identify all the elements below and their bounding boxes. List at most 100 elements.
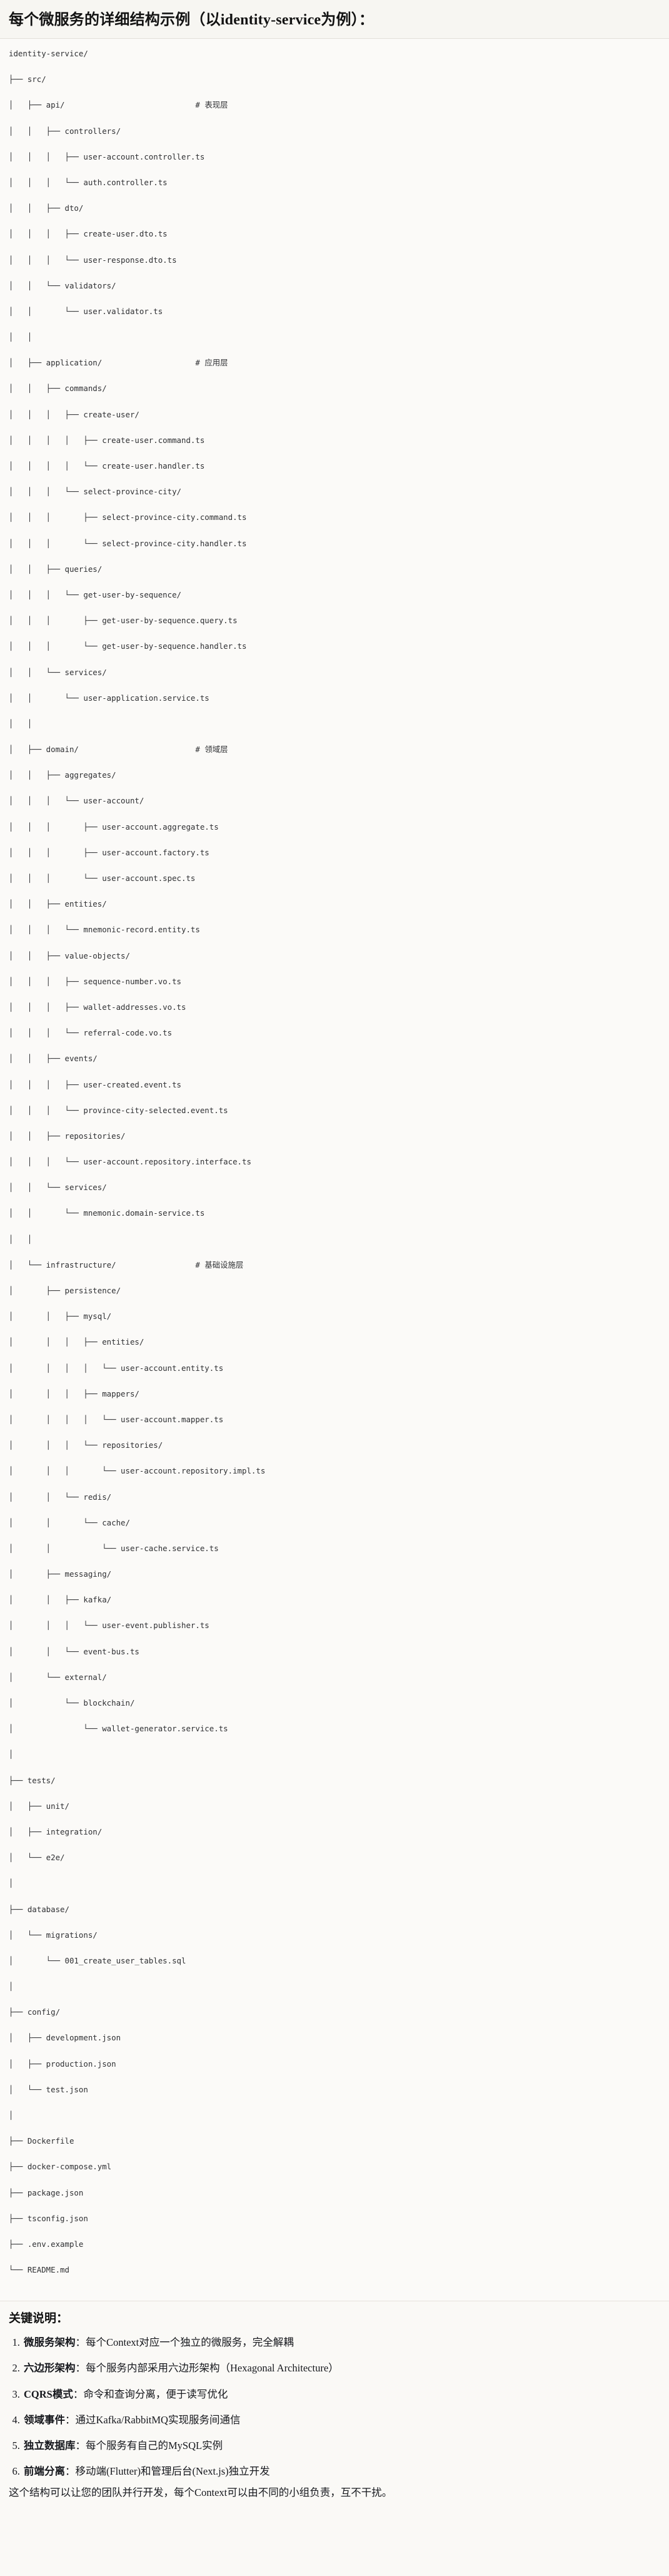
tree-line: │ │ │ ├── create-user/ — [9, 409, 139, 419]
tree-line: │ │ │ ├── get-user-by-sequence.query.ts — [9, 616, 238, 626]
key-note-item: 六边形架构：每个服务内部采用六边形架构（Hexagonal Architectu… — [23, 2361, 660, 2375]
key-note-item: 领域事件：通过Kafka/RabbitMQ实现服务间通信 — [23, 2413, 660, 2427]
tree-line: │ ├── unit/ — [9, 1801, 69, 1811]
key-note-description: 每个Context对应一个独立的微服务，完全解耦 — [86, 2336, 294, 2348]
tree-line: │ │ │ └── select-province-city.handler.t… — [9, 538, 247, 548]
tree-line: │ │ │ ├── user-created.event.ts — [9, 1079, 182, 1089]
key-note-term: 领域事件 — [24, 2413, 65, 2426]
page-title: 每个微服务的详细结构示例（以identity-service为例）： — [9, 12, 375, 28]
tree-line: │ └── infrastructure/ # 基础设施层 — [9, 1260, 244, 1270]
key-note-term: 前端分离 — [24, 2465, 65, 2478]
tree-line-comment: # 领域层 — [195, 745, 228, 755]
tree-line: │ └── test.json — [9, 2084, 88, 2094]
tree-line: │ │ │ └── user-account/ — [9, 796, 144, 806]
tree-line: ├── config/ — [9, 2007, 61, 2017]
tree-line: │ │ ├── value-objects/ — [9, 950, 130, 960]
tree-line: │ │ └── event-bus.ts — [9, 1646, 139, 1656]
tree-line: ├── docker-compose.yml — [9, 2162, 112, 2172]
tree-line: │ │ ├── aggregates/ — [9, 770, 116, 780]
tree-line: │ │ │ ├── user-account.aggregate.ts — [9, 822, 219, 832]
tree-line: │ │ │ └── select-province-city/ — [9, 487, 182, 497]
tree-line: │ │ │ ├── entities/ — [9, 1337, 144, 1347]
tree-line: │ │ │ ├── mappers/ — [9, 1388, 139, 1398]
tree-line: └── README.md — [9, 2265, 69, 2275]
tree-line: │ ├── development.json — [9, 2033, 121, 2043]
tree-line: │ ├── application/ # 应用层 — [9, 358, 228, 368]
key-note-item: CQRS模式：命令和查询分离，便于读写优化 — [23, 2388, 660, 2401]
tree-line-comment: # 基础设施层 — [195, 1260, 244, 1270]
tree-line: │ │ │ └── get-user-by-sequence.handler.t… — [9, 641, 247, 651]
key-note-item: 独立数据库：每个服务有自己的MySQL实例 — [23, 2439, 660, 2453]
tree-line: │ └── blockchain/ — [9, 1698, 135, 1708]
tree-line: │ │ │ │ └── user-account.entity.ts — [9, 1363, 224, 1373]
tree-line: │ ├── messaging/ — [9, 1569, 112, 1579]
key-note-term: 六边形架构 — [24, 2362, 76, 2375]
tree-line: │ └── migrations/ — [9, 1930, 98, 1940]
tree-line: │ │ ├── commands/ — [9, 384, 107, 394]
key-note-term: 独立数据库 — [24, 2440, 76, 2452]
tree-line: │ │ — [9, 332, 33, 342]
key-note-description: 命令和查询分离，便于读写优化 — [83, 2388, 228, 2400]
tree-line: │ │ ├── entities/ — [9, 899, 107, 909]
tree-line: │ │ └── validators/ — [9, 280, 116, 290]
tree-line: │ └── wallet-generator.service.ts — [9, 1724, 228, 1734]
tree-line: │ │ │ ├── user-account.factory.ts — [9, 847, 209, 857]
tree-line: ├── src/ — [9, 74, 46, 84]
tree-line: ├── tests/ — [9, 1775, 56, 1785]
tree-line: │ │ │ ├── user-account.controller.ts — [9, 151, 205, 161]
key-note-separator: ： — [73, 2388, 84, 2400]
key-note-separator: ： — [75, 2336, 86, 2348]
document-header: 每个微服务的详细结构示例（以identity-service为例）： — [0, 0, 669, 39]
tree-line: │ ├── api/ # 表现层 — [9, 100, 228, 110]
tree-line: ├── package.json — [9, 2187, 84, 2197]
tree-line: │ │ — [9, 1234, 33, 1244]
tree-line: │ │ ├── controllers/ — [9, 126, 121, 136]
key-note-term: 微服务架构 — [24, 2336, 76, 2348]
key-notes-section: 关键说明： 微服务架构：每个Context对应一个独立的微服务，完全解耦六边形架… — [0, 2301, 669, 2516]
tree-line: │ │ │ └── referral-code.vo.ts — [9, 1028, 173, 1038]
tree-line: │ │ │ ├── wallet-addresses.vo.ts — [9, 1002, 186, 1012]
key-notes-title: 关键说明： — [9, 2312, 69, 2326]
tree-line: │ │ │ └── user-account.repository.impl.t… — [9, 1466, 266, 1476]
tree-line: │ — [9, 1749, 14, 1759]
directory-tree: identity-service/ ├── src/ │ ├── api/ # … — [9, 48, 660, 2289]
key-note-separator: ： — [65, 2465, 76, 2478]
key-note-separator: ： — [75, 2440, 86, 2452]
key-note-description: 每个服务有自己的MySQL实例 — [86, 2440, 223, 2452]
tree-line-comment: # 应用层 — [195, 358, 228, 368]
tree-line: │ │ └── cache/ — [9, 1517, 130, 1527]
tree-line: │ │ ├── events/ — [9, 1054, 98, 1064]
tree-line: │ │ ├── repositories/ — [9, 1131, 126, 1141]
tree-line: │ │ │ ├── sequence-number.vo.ts — [9, 976, 182, 986]
tree-line: │ │ — [9, 718, 33, 728]
key-note-separator: ： — [65, 2413, 76, 2426]
tree-line: │ │ ├── kafka/ — [9, 1595, 112, 1605]
tree-line: │ │ └── user.validator.ts — [9, 306, 163, 316]
tree-line: │ │ │ └── auth.controller.ts — [9, 177, 168, 187]
key-note-term: CQRS模式 — [24, 2388, 73, 2400]
key-notes-list: 微服务架构：每个Context对应一个独立的微服务，完全解耦六边形架构：每个服务… — [9, 2336, 660, 2479]
key-note-item: 微服务架构：每个Context对应一个独立的微服务，完全解耦 — [23, 2336, 660, 2349]
tree-line: │ └── external/ — [9, 1672, 107, 1682]
tree-line: │ — [9, 1982, 14, 1992]
key-note-item: 前端分离：移动端(Flutter)和管理后台(Next.js)独立开发 — [23, 2465, 660, 2478]
tree-line: │ — [9, 1878, 14, 1888]
tree-line: │ │ └── services/ — [9, 667, 107, 677]
tree-line: │ │ │ ├── select-province-city.command.t… — [9, 512, 247, 522]
tree-line: ├── database/ — [9, 1904, 69, 1914]
tree-line-comment: # 表现层 — [195, 100, 228, 110]
tree-line: ├── Dockerfile — [9, 2136, 74, 2146]
tree-line: │ │ │ └── user-event.publisher.ts — [9, 1621, 209, 1631]
tree-line: │ │ │ └── repositories/ — [9, 1440, 163, 1450]
tree-line: │ │ ├── mysql/ — [9, 1311, 112, 1321]
tree-line: ├── tsconfig.json — [9, 2213, 88, 2223]
tree-line: │ ├── integration/ — [9, 1826, 103, 1836]
tree-line: │ │ │ └── province-city-selected.event.t… — [9, 1105, 228, 1115]
key-note-separator: ： — [75, 2362, 86, 2375]
tree-line: │ │ │ └── user-account.repository.interf… — [9, 1157, 251, 1167]
tree-line: │ │ └── user-cache.service.ts — [9, 1543, 219, 1553]
key-note-description: 每个服务内部采用六边形架构（Hexagonal Architecture） — [86, 2362, 339, 2375]
tree-line: │ │ └── services/ — [9, 1183, 107, 1193]
tree-line: │ │ │ └── user-account.spec.ts — [9, 873, 196, 883]
tree-line: │ ├── persistence/ — [9, 1286, 121, 1295]
